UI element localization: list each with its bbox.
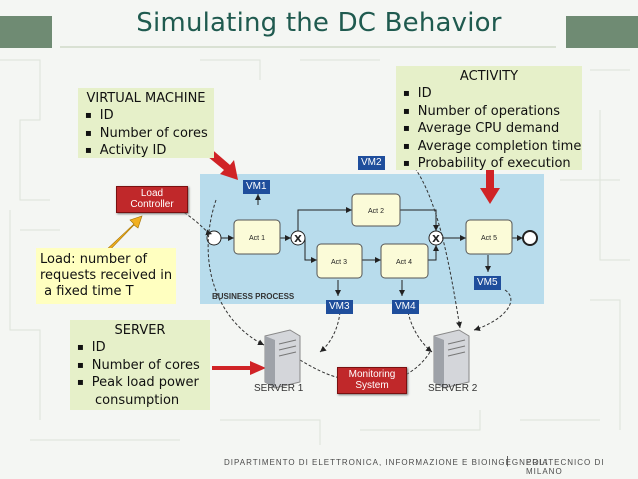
slide-title: Simulating the DC Behavior [136, 8, 502, 38]
vm3-tag: VM3 [326, 300, 353, 314]
server-attr: ID [77, 340, 210, 358]
footer-university: POLITECNICO DI MILANO [526, 458, 605, 476]
activity-4-label: Act 4 [396, 259, 412, 266]
activity-attr: ID [403, 86, 582, 104]
server-attr: Peak load power [77, 375, 210, 393]
monitoring-line-1: Monitoring [348, 369, 396, 380]
activity-5-label: Act 5 [481, 235, 497, 242]
title-bar-right [566, 16, 638, 48]
server-attr: consumption [95, 392, 180, 408]
vm1-tag: VM1 [243, 180, 270, 194]
server-box: SERVER ID Number of cores Peak load powe… [70, 320, 210, 410]
activity-attr: Probability of execution [403, 156, 582, 174]
activity-1-label: Act 1 [249, 235, 265, 242]
load-line-1: Load: number of [40, 252, 148, 267]
load-line-3: a fixed time T [40, 284, 134, 300]
activity-2-label: Act 2 [368, 208, 384, 215]
footer-separator: | [506, 455, 510, 467]
virtual-machine-box: VIRTUAL MACHINE ID Number of cores Activ… [78, 88, 214, 158]
server-box-title: SERVER [114, 323, 166, 338]
gateway-1: X [294, 234, 302, 245]
gateway-2: X [432, 234, 440, 245]
vm-attr: ID [85, 108, 214, 126]
activity-3-label: Act 3 [331, 259, 347, 266]
load-controller-line-1: Load [140, 188, 164, 199]
activity-attr: Number of operations [403, 104, 582, 122]
vm4-tag: VM4 [392, 300, 419, 314]
title-bar-left [0, 16, 52, 48]
load-controller-line-2: Controller [130, 199, 174, 210]
vm-attr: Activity ID [85, 143, 214, 161]
vm-box-title: VIRTUAL MACHINE [86, 91, 206, 106]
activity-box-title: ACTIVITY [459, 69, 519, 84]
server-attr: Number of cores [77, 358, 210, 376]
vm-attr: Number of cores [85, 126, 214, 144]
monitoring-system-box: Monitoring System [337, 367, 407, 394]
server-2-icon [433, 329, 470, 389]
title-underline [60, 46, 556, 48]
activity-box: ACTIVITY ID Number of operations Average… [396, 66, 582, 171]
load-line-2: requests received in [40, 268, 173, 284]
activity-attr: Average completion time [403, 139, 582, 157]
business-process-label: BUSINESS PROCESS [212, 292, 295, 301]
server-2-label: SERVER 2 [428, 383, 478, 394]
load-box: Load: number of requests received in a f… [36, 248, 176, 304]
load-controller-box: Load Controller [116, 186, 188, 213]
monitoring-line-2: System [355, 380, 389, 391]
footer-department: DIPARTIMENTO DI ELETTRONICA, INFORMAZION… [224, 458, 549, 467]
server-1-label: SERVER 1 [254, 383, 304, 394]
activity-attr: Average CPU demand [403, 121, 582, 139]
vm2-tag: VM2 [358, 156, 385, 170]
vm5-tag: VM5 [474, 276, 501, 290]
server-1-icon [264, 329, 301, 389]
